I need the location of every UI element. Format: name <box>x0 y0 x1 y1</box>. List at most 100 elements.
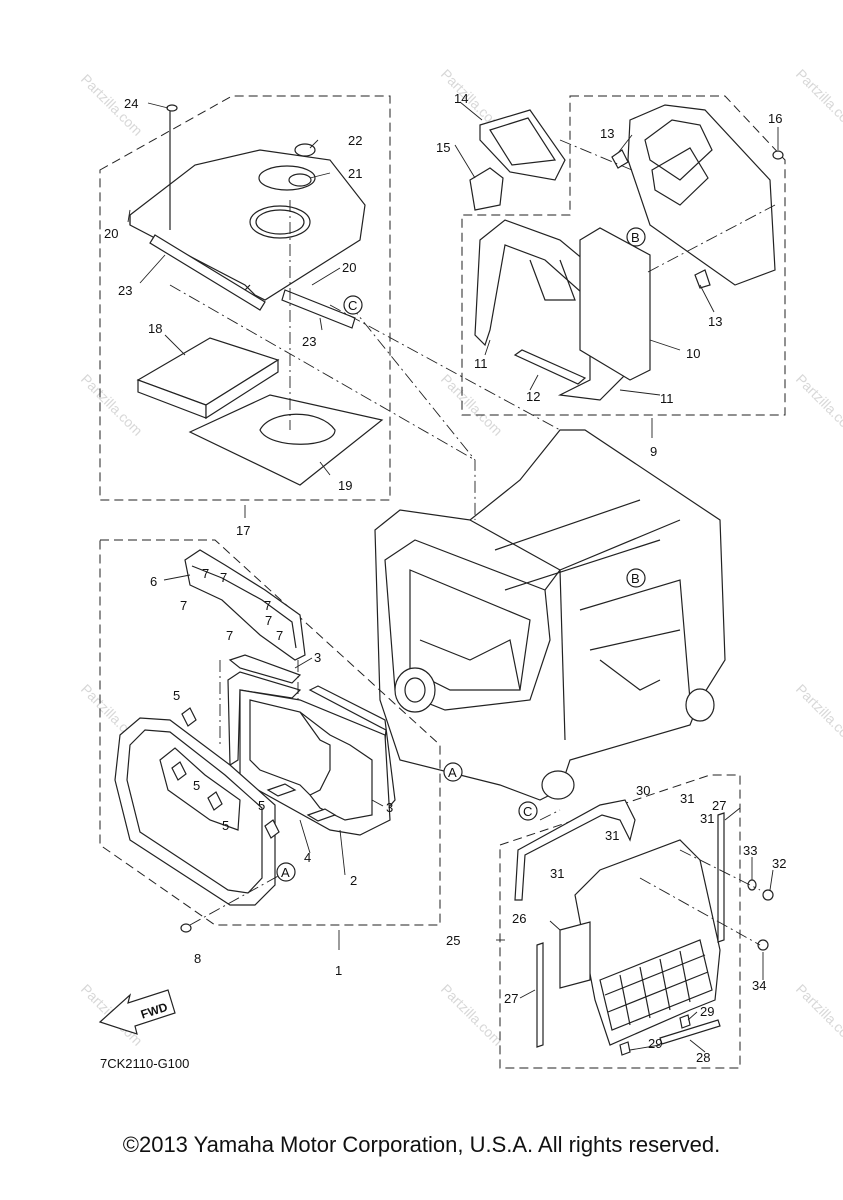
callout-20: 20 <box>342 260 356 275</box>
callout-27: 27 <box>504 991 518 1006</box>
front-panel <box>114 717 276 906</box>
callout-31: 31 <box>605 828 619 843</box>
fuel-cap-inner <box>288 173 312 187</box>
callout-29: 29 <box>700 1004 714 1019</box>
callout-11: 11 <box>660 391 674 406</box>
wheel-front <box>394 667 436 713</box>
callout-11: 11 <box>474 356 488 371</box>
callout-18: 18 <box>148 321 162 336</box>
ref-circle-b <box>626 227 646 247</box>
strip-27a <box>536 942 544 1048</box>
callout-26: 26 <box>512 911 526 926</box>
watermark-text: Partzilla.com <box>78 371 146 439</box>
ref-letter: C <box>348 298 357 313</box>
ref-letter: B <box>631 571 640 586</box>
strip-28 <box>659 1019 721 1045</box>
group-9-side-panel <box>461 95 786 416</box>
watermark-text: Partzilla.com <box>793 66 843 134</box>
ref-circle-c <box>343 295 363 315</box>
main-frame <box>374 429 726 801</box>
callout-13: 13 <box>708 314 722 329</box>
callout-27: 27 <box>712 798 726 813</box>
callout-4: 4 <box>304 850 311 865</box>
ref-letter: C <box>523 804 532 819</box>
callout-6: 6 <box>150 574 157 589</box>
ref-circle-a <box>443 762 463 782</box>
callout-13: 13 <box>600 126 614 141</box>
seal-ring-14 <box>479 109 566 181</box>
leader-lines <box>127 101 779 1053</box>
bolt-32 <box>762 889 774 901</box>
callout-33: 33 <box>743 843 757 858</box>
bolt-34 <box>757 939 769 951</box>
callout-12: 12 <box>526 389 540 404</box>
callout-31: 31 <box>680 791 694 806</box>
foam-block-26 <box>559 921 591 989</box>
callout-23: 23 <box>118 283 132 298</box>
callout-15: 15 <box>436 140 450 155</box>
callout-5: 5 <box>258 798 265 813</box>
callout-19: 19 <box>338 478 352 493</box>
rail-part-23b <box>281 289 356 329</box>
rail-part-23a <box>149 234 266 311</box>
callout-5: 5 <box>222 818 229 833</box>
strip-12 <box>513 349 587 385</box>
handle-30 <box>514 799 636 901</box>
clip-29b <box>679 1014 691 1029</box>
group-25-rear-panel <box>499 774 774 1069</box>
callout-21: 21 <box>348 166 362 181</box>
callout-2: 2 <box>350 873 357 888</box>
callout-5: 5 <box>173 688 180 703</box>
callout-17: 17 <box>236 523 250 538</box>
ref-circle-b <box>626 568 646 588</box>
top-cover-part <box>129 149 366 301</box>
ref-circle-a <box>276 862 296 882</box>
copyright-notice: ©2013 Yamaha Motor Corporation, U.S.A. A… <box>122 1132 721 1157</box>
callout-20: 20 <box>104 226 118 241</box>
callout-7: 7 <box>226 628 233 643</box>
side-panel-frame <box>627 104 776 286</box>
strip-4b <box>306 808 337 822</box>
strip-4a <box>266 783 297 797</box>
callout-7: 7 <box>264 598 271 613</box>
panel-10 <box>579 227 651 381</box>
callout-32: 32 <box>772 856 786 871</box>
callout-7: 7 <box>276 628 283 643</box>
callout-8: 8 <box>194 951 201 966</box>
callout-31: 31 <box>700 811 714 826</box>
ref-letter: A <box>281 865 290 880</box>
gasket-6 <box>184 549 306 661</box>
ref-circle-c <box>518 801 538 821</box>
callout-29: 29 <box>648 1036 662 1051</box>
group-17-top-cover <box>99 95 476 501</box>
callout-28: 28 <box>696 1050 710 1065</box>
callout-16: 16 <box>768 111 782 126</box>
callout-23: 23 <box>302 334 316 349</box>
drawing-code: 7CK2110-G100 <box>100 1056 189 1071</box>
callout-10: 10 <box>686 346 700 361</box>
seal-3a <box>228 654 302 684</box>
clip-13b <box>694 269 711 289</box>
sheet-19 <box>188 394 384 486</box>
wheel-rear <box>541 770 575 800</box>
clip-5a <box>181 707 197 727</box>
filler-opening <box>249 205 311 239</box>
callout-14: 14 <box>454 91 468 106</box>
strip-27b <box>717 812 725 943</box>
callout-24: 24 <box>124 96 138 111</box>
screw-16 <box>772 150 784 160</box>
callout-9: 9 <box>650 444 657 459</box>
fuel-cap <box>294 143 316 157</box>
callout-34: 34 <box>752 978 766 993</box>
watermark-text: Partzilla.com <box>438 981 506 1049</box>
callout-22: 22 <box>348 133 362 148</box>
routing-lines <box>329 304 561 821</box>
callout-1: 1 <box>335 963 342 978</box>
frame-outer <box>374 429 726 801</box>
clip-5b <box>171 761 187 781</box>
callout-31: 31 <box>550 866 564 881</box>
callout-labels: 24 22 21 20 20 23 23 18 19 17 14 15 13 1… <box>104 91 786 1065</box>
wheel-right <box>685 688 715 722</box>
